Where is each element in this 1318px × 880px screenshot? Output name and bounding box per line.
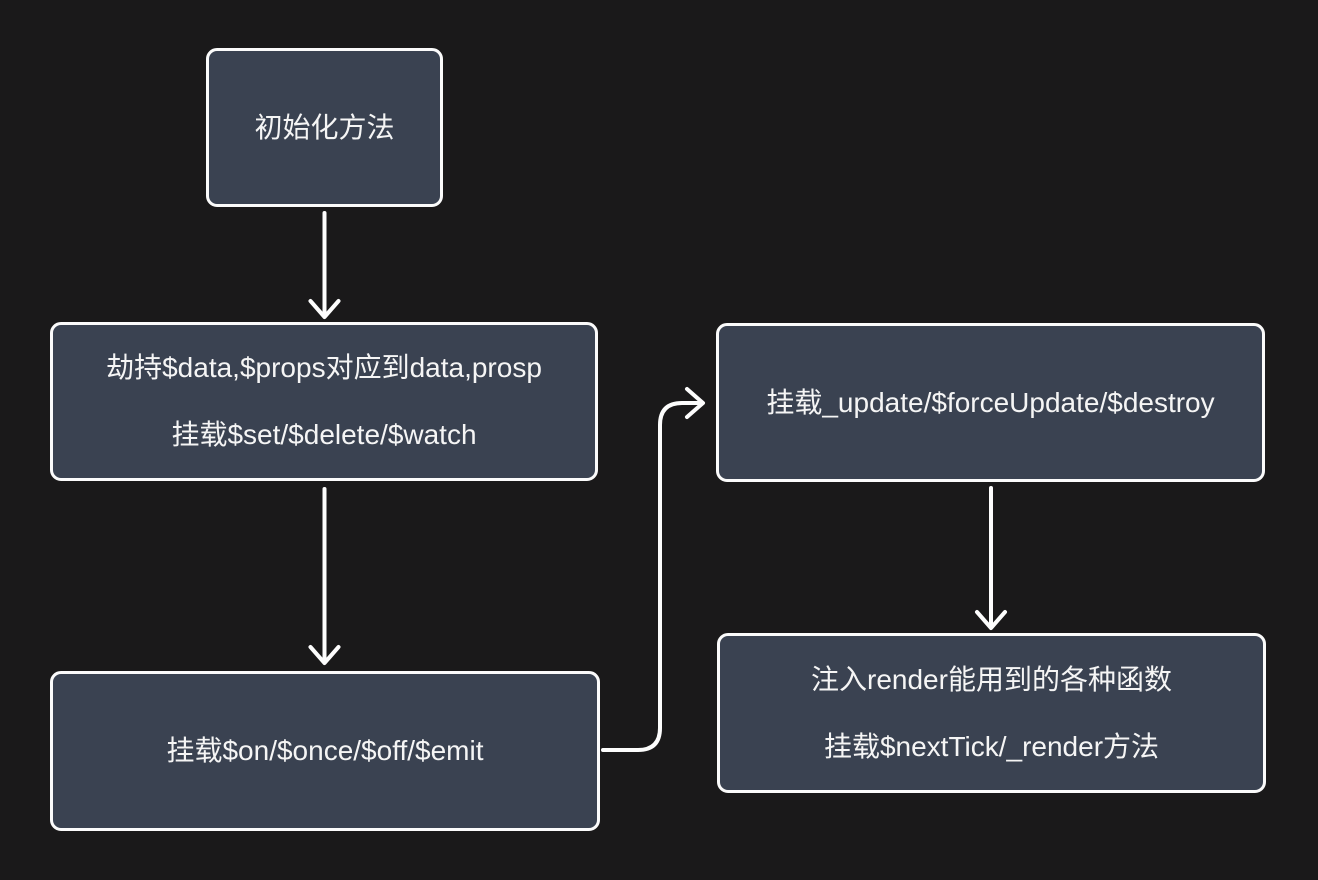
- node-events-label: 挂载$on/$once/$off/$emit: [166, 735, 484, 767]
- node-init: 初始化方法: [206, 48, 443, 207]
- node-render-label-line1: 注入render能用到的各种函数: [811, 663, 1172, 695]
- node-update: 挂载_update/$forceUpdate/$destroy: [716, 323, 1265, 482]
- arrow-state-to-events-connector: [308, 487, 341, 665]
- node-render: 注入render能用到的各种函数 挂载$nextTick/_render方法: [717, 633, 1266, 793]
- node-init-label: 初始化方法: [254, 111, 395, 143]
- node-state-label-line1: 劫持$data,$props对应到data,prosp: [106, 352, 542, 384]
- arrow-update-to-render-connector: [975, 486, 1007, 630]
- node-update-label: 挂载_update/$forceUpdate/$destroy: [766, 386, 1215, 418]
- node-events: 挂载$on/$once/$off/$emit: [50, 671, 600, 831]
- node-state: 劫持$data,$props对应到data,prosp 挂载$set/$dele…: [50, 322, 598, 481]
- node-render-label-line2: 挂载$nextTick/_render方法: [823, 730, 1160, 762]
- arrow-events-to-update-connector: [601, 387, 705, 752]
- node-state-label-line2: 挂载$set/$delete/$watch: [171, 418, 477, 450]
- arrow-init-to-state-connector: [308, 211, 341, 319]
